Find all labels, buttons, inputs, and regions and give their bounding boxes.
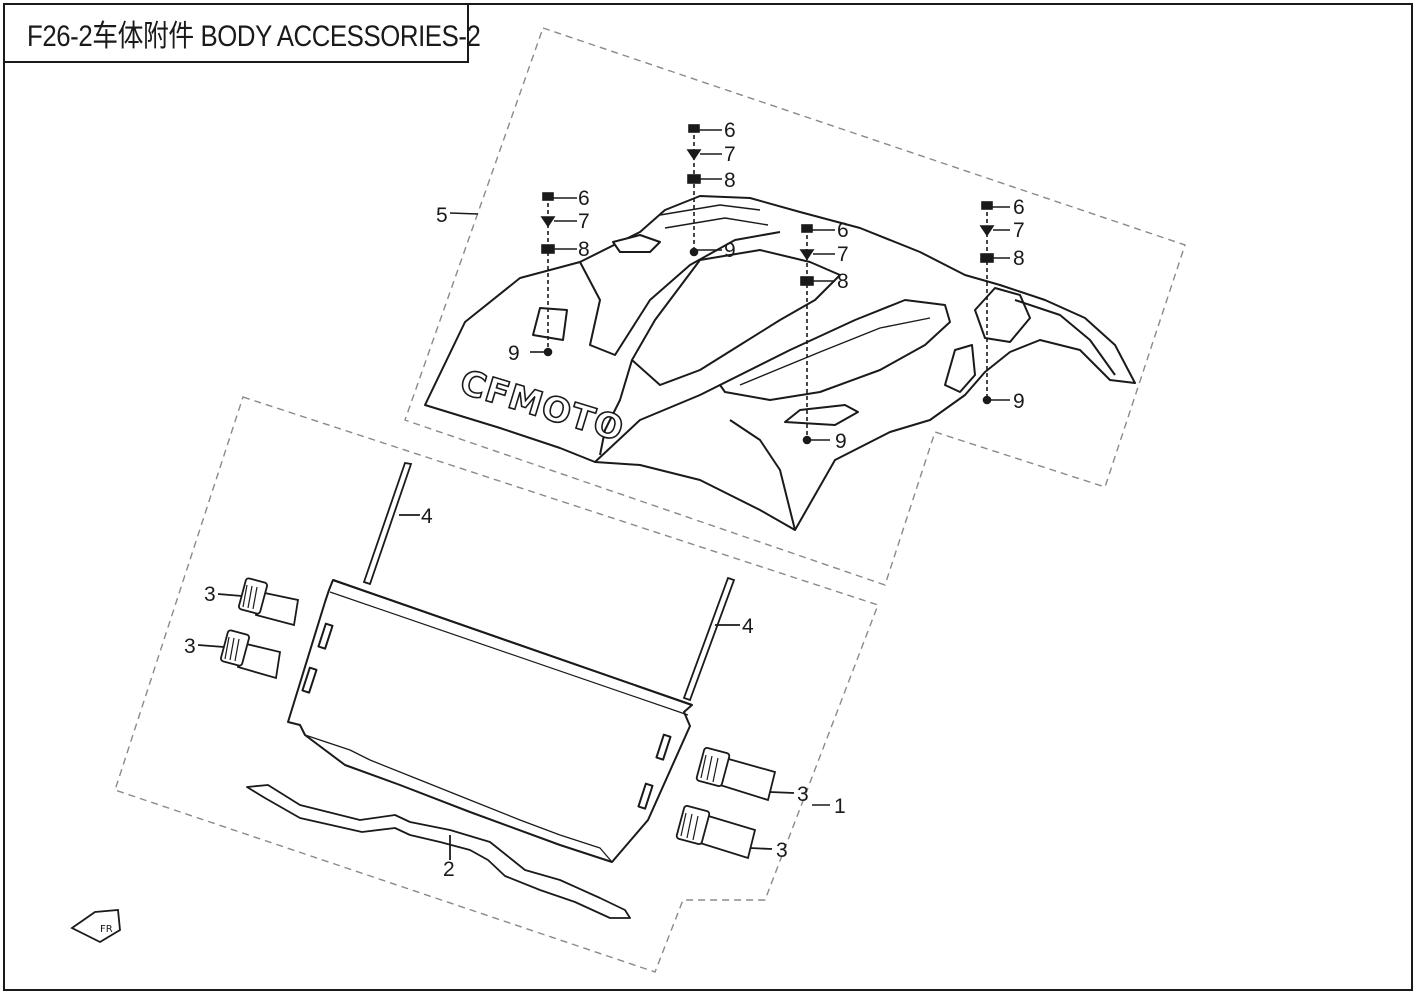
callout-8d: 8 xyxy=(1013,247,1025,270)
callout-3c: 3 xyxy=(797,783,809,806)
callout-9d: 9 xyxy=(1013,390,1025,413)
callout-3a: 3 xyxy=(204,583,216,606)
group-outline-upper xyxy=(404,27,1186,586)
callout-6c: 6 xyxy=(837,219,849,242)
callout-1: 1 xyxy=(834,795,846,818)
fastener-stack-d xyxy=(979,201,1010,405)
callout-8c: 8 xyxy=(837,270,849,293)
callout-7d: 7 xyxy=(1013,219,1025,242)
callout-3d: 3 xyxy=(776,839,788,862)
callout-5: 5 xyxy=(436,204,448,227)
clamp-lower-right xyxy=(675,804,773,860)
diagram-title: F26-2车体附件 BODY ACCESSORIES-2 xyxy=(27,20,481,53)
callout-8a: 8 xyxy=(578,238,590,261)
callout-4a: 4 xyxy=(421,505,433,528)
fastener-stack-a xyxy=(530,192,577,357)
clamp-upper-right xyxy=(695,746,795,802)
mounting-bracket xyxy=(246,784,631,919)
callout-9c: 9 xyxy=(835,430,847,453)
callout-7c: 7 xyxy=(837,243,849,266)
rear-panel xyxy=(287,579,693,863)
callout-2: 2 xyxy=(443,858,455,881)
callout-8b: 8 xyxy=(724,169,736,192)
front-marker-text: FR xyxy=(100,924,113,935)
callout-labels: 1 2 3 3 3 3 4 4 5 6 6 6 6 7 7 7 7 8 8 8 … xyxy=(184,119,1025,881)
body-panel xyxy=(424,195,1136,531)
callout-6d: 6 xyxy=(1013,196,1025,219)
leader-5 xyxy=(449,212,479,215)
fastener-stack-b xyxy=(686,124,722,257)
callout-7a: 7 xyxy=(578,210,590,233)
front-direction-marker: FR xyxy=(70,909,121,944)
drawing-frame xyxy=(3,3,1413,991)
strut-left xyxy=(362,461,420,586)
strut-right xyxy=(682,576,740,702)
callout-4b: 4 xyxy=(742,615,754,638)
callout-3b: 3 xyxy=(184,635,196,658)
clamp-lower-left xyxy=(197,629,282,680)
callout-9b: 9 xyxy=(724,239,736,262)
clamp-upper-left xyxy=(217,577,300,627)
callout-7b: 7 xyxy=(724,143,736,166)
callout-6a: 6 xyxy=(578,187,590,210)
diagram-title-box: F26-2车体附件 BODY ACCESSORIES-2 xyxy=(3,3,481,63)
callout-6b: 6 xyxy=(724,119,736,142)
callout-9a: 9 xyxy=(508,342,520,365)
fastener-stack-c xyxy=(799,224,835,445)
